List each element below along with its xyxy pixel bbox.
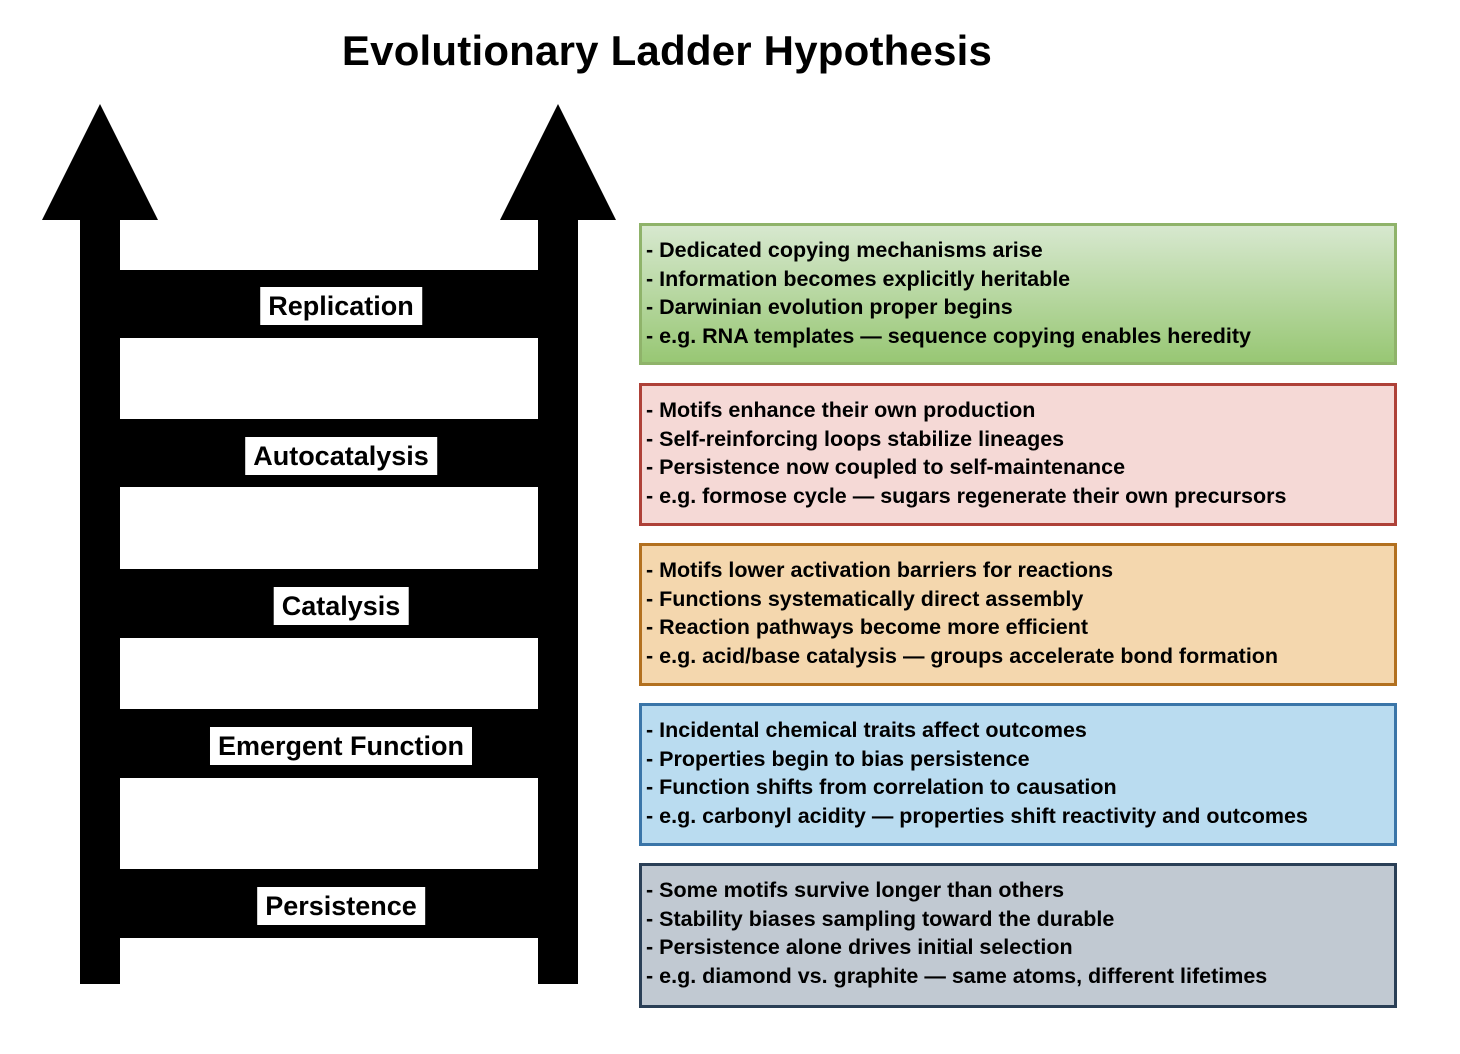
rung-label-autocatalysis: Autocatalysis bbox=[245, 437, 437, 475]
description-line: - Darwinian evolution proper begins bbox=[646, 295, 1013, 320]
description-line: - Motifs enhance their own production bbox=[646, 398, 1036, 422]
left-rail-arrow bbox=[42, 104, 158, 984]
description-line: - Properties begin to bias persistence bbox=[646, 746, 1030, 771]
description-line: - Self-reinforcing loops stabilize linea… bbox=[646, 426, 1065, 451]
description-line: - Reaction pathways become more efficien… bbox=[646, 615, 1089, 640]
description-box-catalysis: - Motifs lower activation barriers for r… bbox=[639, 543, 1397, 686]
rung-label-emergent-function: Emergent Function bbox=[209, 727, 473, 765]
description-box-replication: - Dedicated copying mechanisms arise - In… bbox=[639, 223, 1397, 365]
description-line: - e.g. diamond vs. graphite — same atoms… bbox=[646, 964, 1268, 989]
right-rail-arrow bbox=[500, 104, 616, 984]
description-line: - e.g. formose cycle — sugars regenerate… bbox=[646, 484, 1287, 509]
description-line: - e.g. RNA templates — sequence copying … bbox=[646, 324, 1251, 349]
description-line: - Some motifs survive longer than others bbox=[646, 878, 1065, 902]
description-line: - Persistence alone drives initial selec… bbox=[646, 935, 1073, 960]
rung-label-replication: Replication bbox=[260, 287, 422, 325]
description-box-persistence: - Some motifs survive longer than others… bbox=[639, 863, 1397, 1008]
description-line: - e.g. acid/base catalysis — groups acce… bbox=[646, 644, 1279, 669]
description-box-emergent-function: - Incidental chemical traits affect outc… bbox=[639, 703, 1397, 846]
description-line: - Dedicated copying mechanisms arise bbox=[646, 238, 1043, 262]
description-line: - e.g. carbonyl acidity — properties shi… bbox=[646, 804, 1308, 829]
description-line: - Information becomes explicitly heritab… bbox=[646, 266, 1071, 291]
description-line: - Motifs lower activation barriers for r… bbox=[646, 558, 1114, 582]
description-line: - Stability biases sampling toward the d… bbox=[646, 906, 1115, 931]
page-title: Evolutionary Ladder Hypothesis bbox=[341, 27, 993, 74]
rung-label-persistence: Persistence bbox=[257, 887, 425, 925]
description-line: - Functions systematically direct assemb… bbox=[646, 586, 1084, 611]
description-box-autocatalysis: - Motifs enhance their own production - S… bbox=[639, 383, 1397, 526]
description-line: - Function shifts from correlation to ca… bbox=[646, 775, 1117, 800]
rung-label-catalysis: Catalysis bbox=[273, 587, 409, 625]
description-line: - Persistence now coupled to self-mainte… bbox=[646, 455, 1126, 480]
description-line: - Incidental chemical traits affect outc… bbox=[646, 718, 1087, 742]
